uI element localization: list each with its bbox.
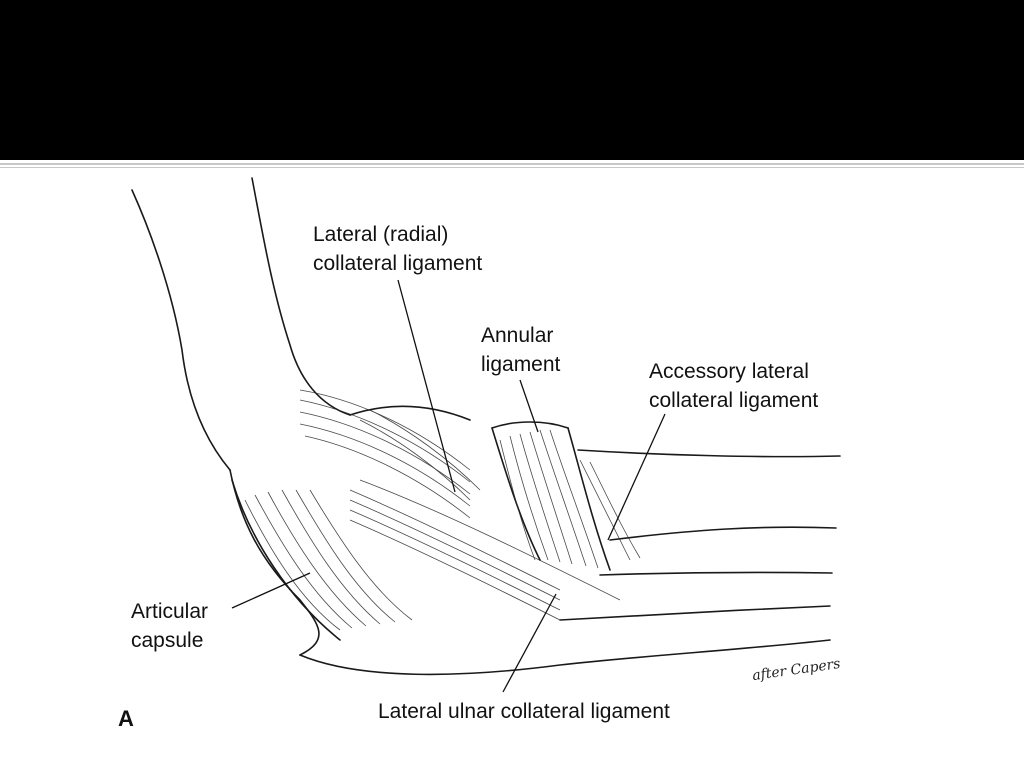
leader-lines <box>231 279 666 693</box>
label-lateral-radial-collateral-ligament: Lateral (radial) collateral ligament <box>313 220 482 278</box>
humerus-outline-rear <box>251 177 351 416</box>
ulna-outline-bottom <box>299 639 831 676</box>
leader-lateral-ulnar <box>502 593 557 693</box>
slide-title-bar <box>0 0 1024 160</box>
label-line: ligament <box>481 353 561 376</box>
label-line: Lateral ulnar collateral ligament <box>378 700 670 723</box>
label-line: Annular <box>481 324 554 347</box>
radius-outline-bottom <box>609 526 837 541</box>
label-line: collateral ligament <box>649 389 819 412</box>
label-articular-capsule: Articular capsule <box>131 597 208 655</box>
label-line: Lateral (radial) <box>313 223 449 246</box>
label-annular-ligament: Annular ligament <box>481 321 560 379</box>
title-divider-thin <box>0 167 1024 168</box>
leader-lateral-radial <box>397 279 456 493</box>
forearm-outline-lower <box>599 571 833 576</box>
epicondyle-outline <box>229 469 320 656</box>
ulna-outline-top <box>559 605 831 621</box>
capsule-outline <box>231 479 341 641</box>
title-divider <box>0 163 1024 165</box>
leader-annular <box>519 379 539 433</box>
humerus-outline <box>131 189 231 471</box>
annular-band-left <box>491 427 541 561</box>
label-lateral-ulnar-collateral-ligament: Lateral ulnar collateral ligament <box>378 697 670 726</box>
leader-articular <box>231 572 311 609</box>
annular-band-right <box>567 427 611 571</box>
label-accessory-lateral-collateral-ligament: Accessory lateral collateral ligament <box>649 357 818 415</box>
radius-outline-top <box>577 449 841 458</box>
leader-accessory <box>607 413 666 541</box>
label-line: collateral ligament <box>313 252 483 275</box>
label-line: Accessory lateral <box>649 360 809 383</box>
label-line: capsule <box>131 629 204 652</box>
panel-letter: A <box>118 706 134 731</box>
label-line: Articular <box>131 600 209 623</box>
ligament-fibres <box>244 389 641 631</box>
